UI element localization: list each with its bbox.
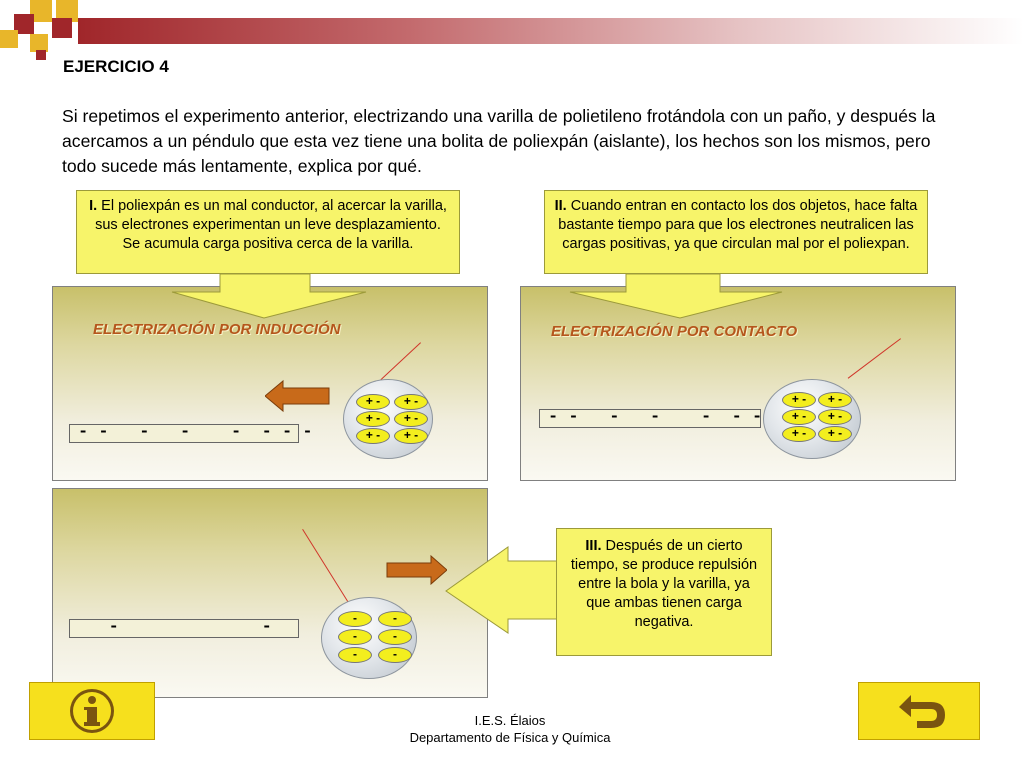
contact-panel: ELECTRIZACIÓN POR CONTACTO - - - - - - -… bbox=[520, 286, 956, 481]
charge-indicator: - bbox=[338, 611, 372, 627]
info-button[interactable] bbox=[29, 682, 155, 740]
explanation-box-two: II. Cuando entran en contacto los dos ob… bbox=[544, 190, 928, 274]
pendulum-thread bbox=[847, 337, 901, 379]
header-gradient-bar bbox=[78, 18, 1024, 44]
charge-indicator: + - bbox=[818, 426, 852, 442]
exercise-statement: Si repetimos el experimento anterior, el… bbox=[62, 106, 936, 176]
induction-panel: ELECTRIZACIÓN POR INDUCCIÓN - - - - - - … bbox=[52, 286, 488, 481]
explanation-box-three: III. Después de un cierto tiempo, se pro… bbox=[556, 528, 772, 656]
charge-indicator: - bbox=[338, 629, 372, 645]
charge-indicator: + - bbox=[394, 428, 428, 444]
charge-indicator: + - bbox=[394, 411, 428, 427]
callout-pointer-one bbox=[171, 273, 367, 319]
charge-indicator: + - bbox=[356, 428, 390, 444]
charge-indicator: + - bbox=[782, 409, 816, 425]
pendulum-thread bbox=[376, 342, 421, 384]
repulsion-rod: - - bbox=[69, 619, 299, 638]
left-arrow-icon bbox=[265, 379, 330, 413]
info-icon bbox=[70, 689, 114, 733]
callout-pointer-two bbox=[569, 273, 783, 319]
repulsion-panel: - - - - - - - - bbox=[52, 488, 488, 698]
charge-indicator: + - bbox=[782, 426, 816, 442]
charge-indicator: - bbox=[378, 647, 412, 663]
right-arrow-icon bbox=[386, 555, 447, 585]
contact-rod: - - - - - - - - bbox=[539, 409, 783, 428]
charge-indicator: + - bbox=[394, 394, 428, 410]
charge-indicator: + - bbox=[782, 392, 816, 408]
callout-pointer-three bbox=[445, 546, 559, 634]
charge-indicator: + - bbox=[356, 394, 390, 410]
charge-indicator: + - bbox=[818, 409, 852, 425]
footer: I.E.S. Élaios Departamento de Física y Q… bbox=[340, 712, 680, 746]
pendulum-ball: + - + - + - + - + - + - bbox=[343, 379, 433, 459]
charge-indicator: - bbox=[338, 647, 372, 663]
induction-rod: - - - - - - - - bbox=[69, 424, 313, 443]
charge-indicator: + - bbox=[818, 392, 852, 408]
charge-indicator: - bbox=[378, 611, 412, 627]
footer-department: Departamento de Física y Química bbox=[409, 730, 611, 745]
charge-indicator: - bbox=[378, 629, 412, 645]
back-button[interactable] bbox=[858, 682, 980, 740]
slide-title: EJERCICIO 4 bbox=[63, 57, 169, 76]
pendulum-ball: + - + - + - + - + - + - bbox=[763, 379, 861, 459]
explanation-box-one: I. El poliexpán es un mal conductor, al … bbox=[76, 190, 460, 274]
contact-title: ELECTRIZACIÓN POR CONTACTO bbox=[551, 323, 798, 340]
header-squares bbox=[0, 0, 80, 60]
induction-title: ELECTRIZACIÓN POR INDUCCIÓN bbox=[93, 321, 341, 338]
footer-school: I.E.S. Élaios bbox=[474, 713, 546, 728]
pendulum-ball: - - - - - - bbox=[321, 597, 417, 679]
charge-indicator: + - bbox=[356, 411, 390, 427]
pendulum-thread bbox=[301, 529, 350, 605]
return-arrow-icon bbox=[899, 695, 945, 728]
